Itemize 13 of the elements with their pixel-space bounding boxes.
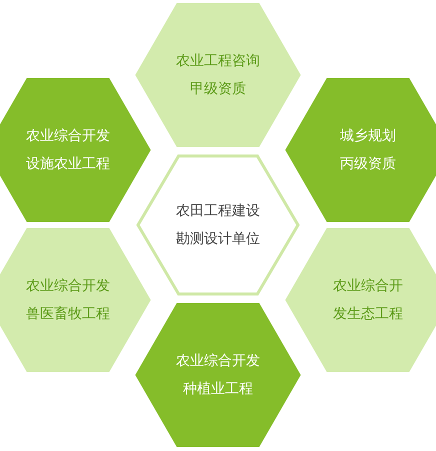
hexagon-label: 城乡规划丙级资质 [339,127,397,174]
hexagon-label: 农业综合开发设施农业工程 [25,127,111,174]
hexagon [282,225,436,375]
hexagon [0,75,154,225]
hexagon [132,300,304,450]
hexagon-label: 农业工程咨询甲级资质 [175,52,261,99]
hexagon-label: 农业综合开发种植业工程 [175,352,261,399]
hexagon [0,225,154,375]
hexagon-label: 农业综合开发兽医畜牧工程 [25,277,111,324]
hexagon [132,0,304,150]
hexagon-label: 农田工程建设勘测设计单位 [175,202,261,249]
hexagon-label: 农业综合开发生态工程 [332,277,404,324]
hexagon [282,75,436,225]
